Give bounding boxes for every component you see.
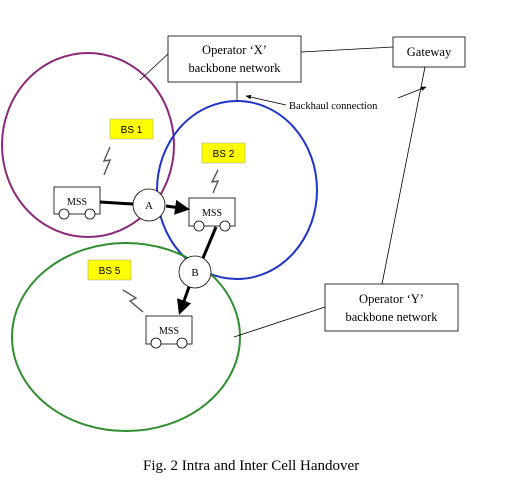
bs1-label-box xyxy=(109,118,154,140)
operator-x-label-line1: Operator ‘X’ xyxy=(202,43,267,57)
mss-1-label: MSS xyxy=(67,197,87,208)
bs5-label: BS 5 xyxy=(99,266,121,277)
mss-3-wheel-left xyxy=(150,337,162,349)
mss-1-wheel-left xyxy=(58,208,70,220)
handover-path-mss1-to-a xyxy=(99,200,134,206)
handover-arrow-a-to-mss2 xyxy=(165,199,190,215)
mss-2-wheel-left xyxy=(193,220,205,232)
bs5-label-box xyxy=(87,259,132,281)
operator-y-label-line2: backbone network xyxy=(346,310,439,324)
backhaul-arrow-left xyxy=(245,94,287,106)
bs1-label: BS 1 xyxy=(121,125,143,136)
link-y-to-bs5-cell xyxy=(233,306,326,338)
operator-x-box xyxy=(167,35,302,83)
bs2-signal-icon xyxy=(210,169,220,194)
bs5-signal-icon xyxy=(122,289,144,313)
handover-point-b xyxy=(178,255,212,289)
handover-point-a-label: A xyxy=(145,200,153,212)
handover-point-b-label: B xyxy=(191,267,198,279)
bs2-label: BS 2 xyxy=(213,149,235,160)
backhaul-arrow-right xyxy=(397,86,427,99)
operator-x-label-line2: backbone network xyxy=(189,61,282,75)
gateway-label: Gateway xyxy=(407,45,452,59)
operator-y-box xyxy=(324,283,459,332)
link-x-to-bs1-cell xyxy=(139,53,169,81)
mss-1-wheel-right xyxy=(84,208,96,220)
link-gateway-to-y xyxy=(381,66,426,285)
handover-arrow-b-to-mss3 xyxy=(177,286,192,315)
cell-bs5-coverage xyxy=(11,242,241,432)
mss-terminal-2: MSS xyxy=(188,197,236,232)
cell-bs1-coverage xyxy=(1,52,175,238)
mss-2-wheel-right xyxy=(219,220,231,232)
mss-terminal-1: MSS xyxy=(53,186,101,220)
figure-caption: Fig. 2 Intra and Inter Cell Handover xyxy=(143,458,359,474)
handover-point-a xyxy=(132,188,166,222)
bs1-signal-icon xyxy=(102,146,112,176)
handover-path-mss2-to-b xyxy=(201,226,218,259)
operator-y-label-line1: Operator ‘Y’ xyxy=(359,292,424,306)
link-x-to-gateway xyxy=(300,46,394,53)
mss-3-label: MSS xyxy=(159,326,179,337)
mss-2-label: MSS xyxy=(202,208,222,219)
bs2-label-box xyxy=(201,142,246,164)
cell-bs2-coverage xyxy=(156,100,318,280)
mss-3-wheel-right xyxy=(176,337,188,349)
backhaul-label: Backhaul connection xyxy=(289,101,378,112)
gateway-box xyxy=(392,36,466,68)
mss-terminal-3: MSS xyxy=(145,315,193,349)
